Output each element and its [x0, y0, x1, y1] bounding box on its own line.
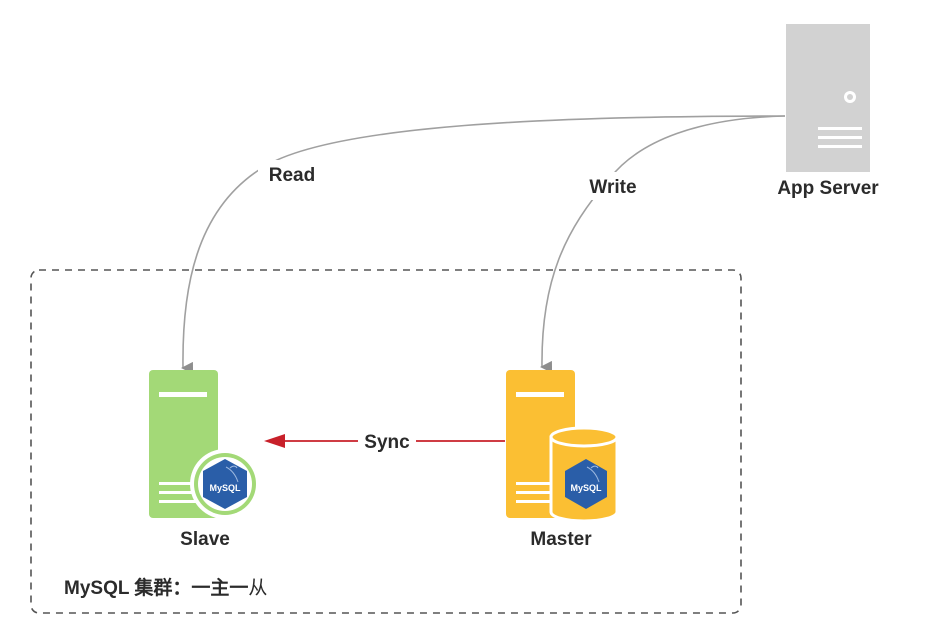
master-node: MySQL Master: [506, 370, 619, 550]
mysql-dolphin-icon: MySQL: [565, 459, 607, 509]
cluster-boundary: [30, 269, 742, 614]
app-server-label: App Server: [777, 178, 879, 199]
slave-label: Slave: [180, 529, 230, 550]
read-connector-line: [181, 115, 786, 374]
server-icon: [786, 24, 870, 172]
sync-connector: Sync: [264, 428, 505, 454]
write-label: Write: [589, 177, 636, 198]
master-label: Master: [530, 529, 592, 550]
master-mysql-text: MySQL: [570, 483, 602, 493]
sync-label: Sync: [364, 432, 410, 453]
slave-mysql-text: MySQL: [209, 483, 241, 493]
read-connector: Read: [181, 115, 786, 374]
read-label: Read: [269, 165, 315, 186]
mysql-dolphin-icon: MySQL: [203, 459, 247, 509]
slave-node: MySQL Slave: [149, 370, 260, 550]
cluster-label: MySQL 集群：一主一从: [64, 576, 267, 599]
write-connector-line: [540, 115, 786, 373]
mysql-cluster: MySQL 集群：一主一从: [30, 269, 742, 614]
app-server-node: App Server: [777, 24, 879, 199]
write-connector: Write: [540, 115, 786, 373]
sync-arrowhead: [264, 434, 285, 448]
